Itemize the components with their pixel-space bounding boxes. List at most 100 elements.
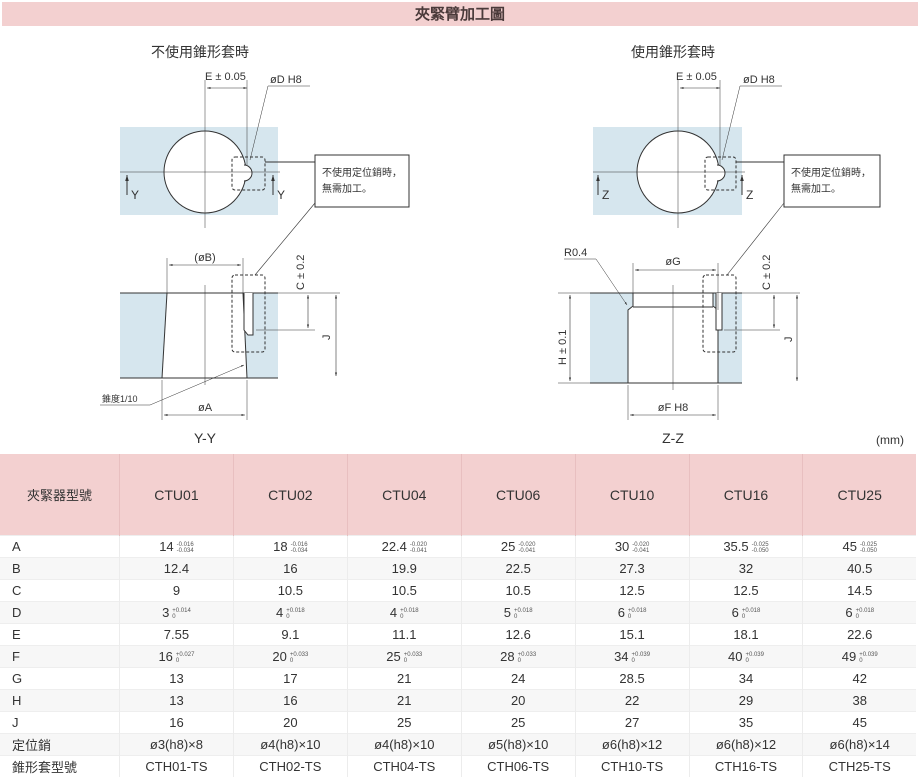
upper-tolerance: +0.018 — [627, 607, 647, 614]
table-cell: 16 — [232, 557, 348, 580]
cell-value: 16 — [283, 561, 298, 576]
table-cell: CTH01-TS — [119, 755, 234, 777]
table-cell: 42 — [802, 667, 916, 690]
upper-tolerance: +0.033 — [517, 651, 537, 658]
cell-value: 22.4 — [381, 539, 407, 554]
table-cell: 21 — [346, 689, 462, 712]
cell-value: 35.5 — [723, 539, 749, 554]
right-c-dim: C ± 0.2 — [761, 255, 773, 290]
row-label: H — [0, 689, 120, 712]
lower-tolerance: -0.041 — [409, 547, 427, 554]
cell-value: 4 — [275, 605, 284, 620]
right-f-dim: øF H8 — [658, 402, 689, 414]
cell-value: 27.3 — [619, 561, 645, 576]
table-cell: ø3(h8)×8 — [119, 733, 234, 756]
model-column-header: CTU04 — [346, 454, 462, 536]
cell-value: ø6(h8)×12 — [601, 737, 663, 752]
table-cell: 22.6 — [802, 623, 916, 646]
model-column-header: CTU10 — [574, 454, 690, 536]
page-title: 夾緊臂加工圖 — [2, 2, 918, 26]
right-section-mark-l: Z — [602, 188, 609, 202]
table-cell: 32 — [688, 557, 803, 580]
cell-value: 3 — [162, 605, 170, 620]
cell-value: ø3(h8)×8 — [149, 737, 204, 752]
table-cell: CTH25-TS — [802, 755, 916, 777]
left-callout-text-2: 無需加工。 — [322, 182, 372, 195]
lower-tolerance: 0 — [286, 613, 290, 620]
cell-value: 25 — [397, 715, 412, 730]
upper-tolerance: +0.014 — [172, 607, 191, 614]
right-section-mark-r: Z — [746, 188, 753, 202]
table-cell: ø6(h8)×14 — [802, 733, 916, 756]
model-column-header: CTU16 — [688, 454, 803, 536]
lower-tolerance: 0 — [175, 657, 180, 664]
tolerance: -0.020-0.041 — [518, 542, 535, 554]
table-cell: 28.5 — [574, 667, 690, 690]
upper-tolerance: -0.025 — [859, 541, 877, 548]
lower-tolerance: 0 — [289, 657, 294, 664]
table-cell: 22 — [574, 689, 690, 712]
lower-tolerance: 0 — [403, 657, 408, 664]
upper-tolerance: +0.039 — [631, 651, 651, 658]
cell-value: 16 — [169, 715, 184, 730]
right-h-dim: H ± 0.1 — [557, 330, 569, 365]
table-cell: CTH16-TS — [688, 755, 803, 777]
cell-value: 10.5 — [277, 583, 304, 598]
lower-tolerance: 0 — [859, 657, 863, 664]
cell-value: ø6(h8)×12 — [715, 737, 777, 752]
upper-tolerance: +0.039 — [859, 651, 878, 658]
table-cell: CTH02-TS — [232, 755, 348, 777]
model-column-header: CTU02 — [232, 454, 348, 536]
row-label: 定位銷 — [0, 733, 120, 756]
row-label: A — [0, 535, 120, 558]
cell-value: 9 — [172, 583, 181, 598]
cell-value: 40 — [727, 649, 743, 664]
table-cell: 20 — [232, 711, 348, 734]
row-label: B — [0, 557, 120, 580]
cell-value: 22 — [624, 693, 640, 708]
upper-tolerance: +0.033 — [289, 651, 309, 658]
table-cell: CTH10-TS — [574, 755, 690, 777]
table-cell: 10.5 — [232, 579, 348, 602]
tolerance: -0.020-0.041 — [632, 542, 649, 554]
cell-value: 28 — [500, 649, 515, 664]
table-cell: ø5(h8)×10 — [460, 733, 576, 756]
model-column-header: CTU01 — [119, 454, 234, 536]
cell-value: 14 — [159, 539, 174, 554]
right-callout-text-2: 無需加工。 — [791, 182, 841, 195]
lower-tolerance: -0.034 — [290, 547, 308, 554]
upper-tolerance: -0.025 — [751, 541, 769, 548]
table-cell: 25 — [346, 711, 462, 734]
table-cell: 10.5 — [460, 579, 576, 602]
lower-tolerance: -0.041 — [518, 547, 536, 554]
left-callout-text-1: 不使用定位銷時， — [322, 166, 402, 179]
cell-value: 6 — [845, 605, 853, 620]
cell-value: 12.6 — [505, 627, 531, 642]
cell-value: 27 — [624, 715, 640, 730]
row-label: F — [0, 645, 120, 668]
cell-value: 32 — [738, 561, 754, 576]
table-cell: 13 — [119, 667, 234, 690]
table-cell: 34 — [688, 667, 803, 690]
table-cell: 35.5-0.025-0.050 — [688, 535, 803, 558]
table-cell: 25 — [460, 711, 576, 734]
tolerance: -0.016-0.034 — [291, 542, 308, 554]
tolerance: -0.025-0.050 — [752, 542, 769, 554]
left-taper-note: 錐度1/10 — [102, 393, 138, 404]
lower-tolerance: -0.050 — [859, 547, 877, 554]
table-cell: 11.1 — [346, 623, 462, 646]
cell-value: 7.55 — [163, 627, 190, 642]
table-cell: 16 — [232, 689, 348, 712]
